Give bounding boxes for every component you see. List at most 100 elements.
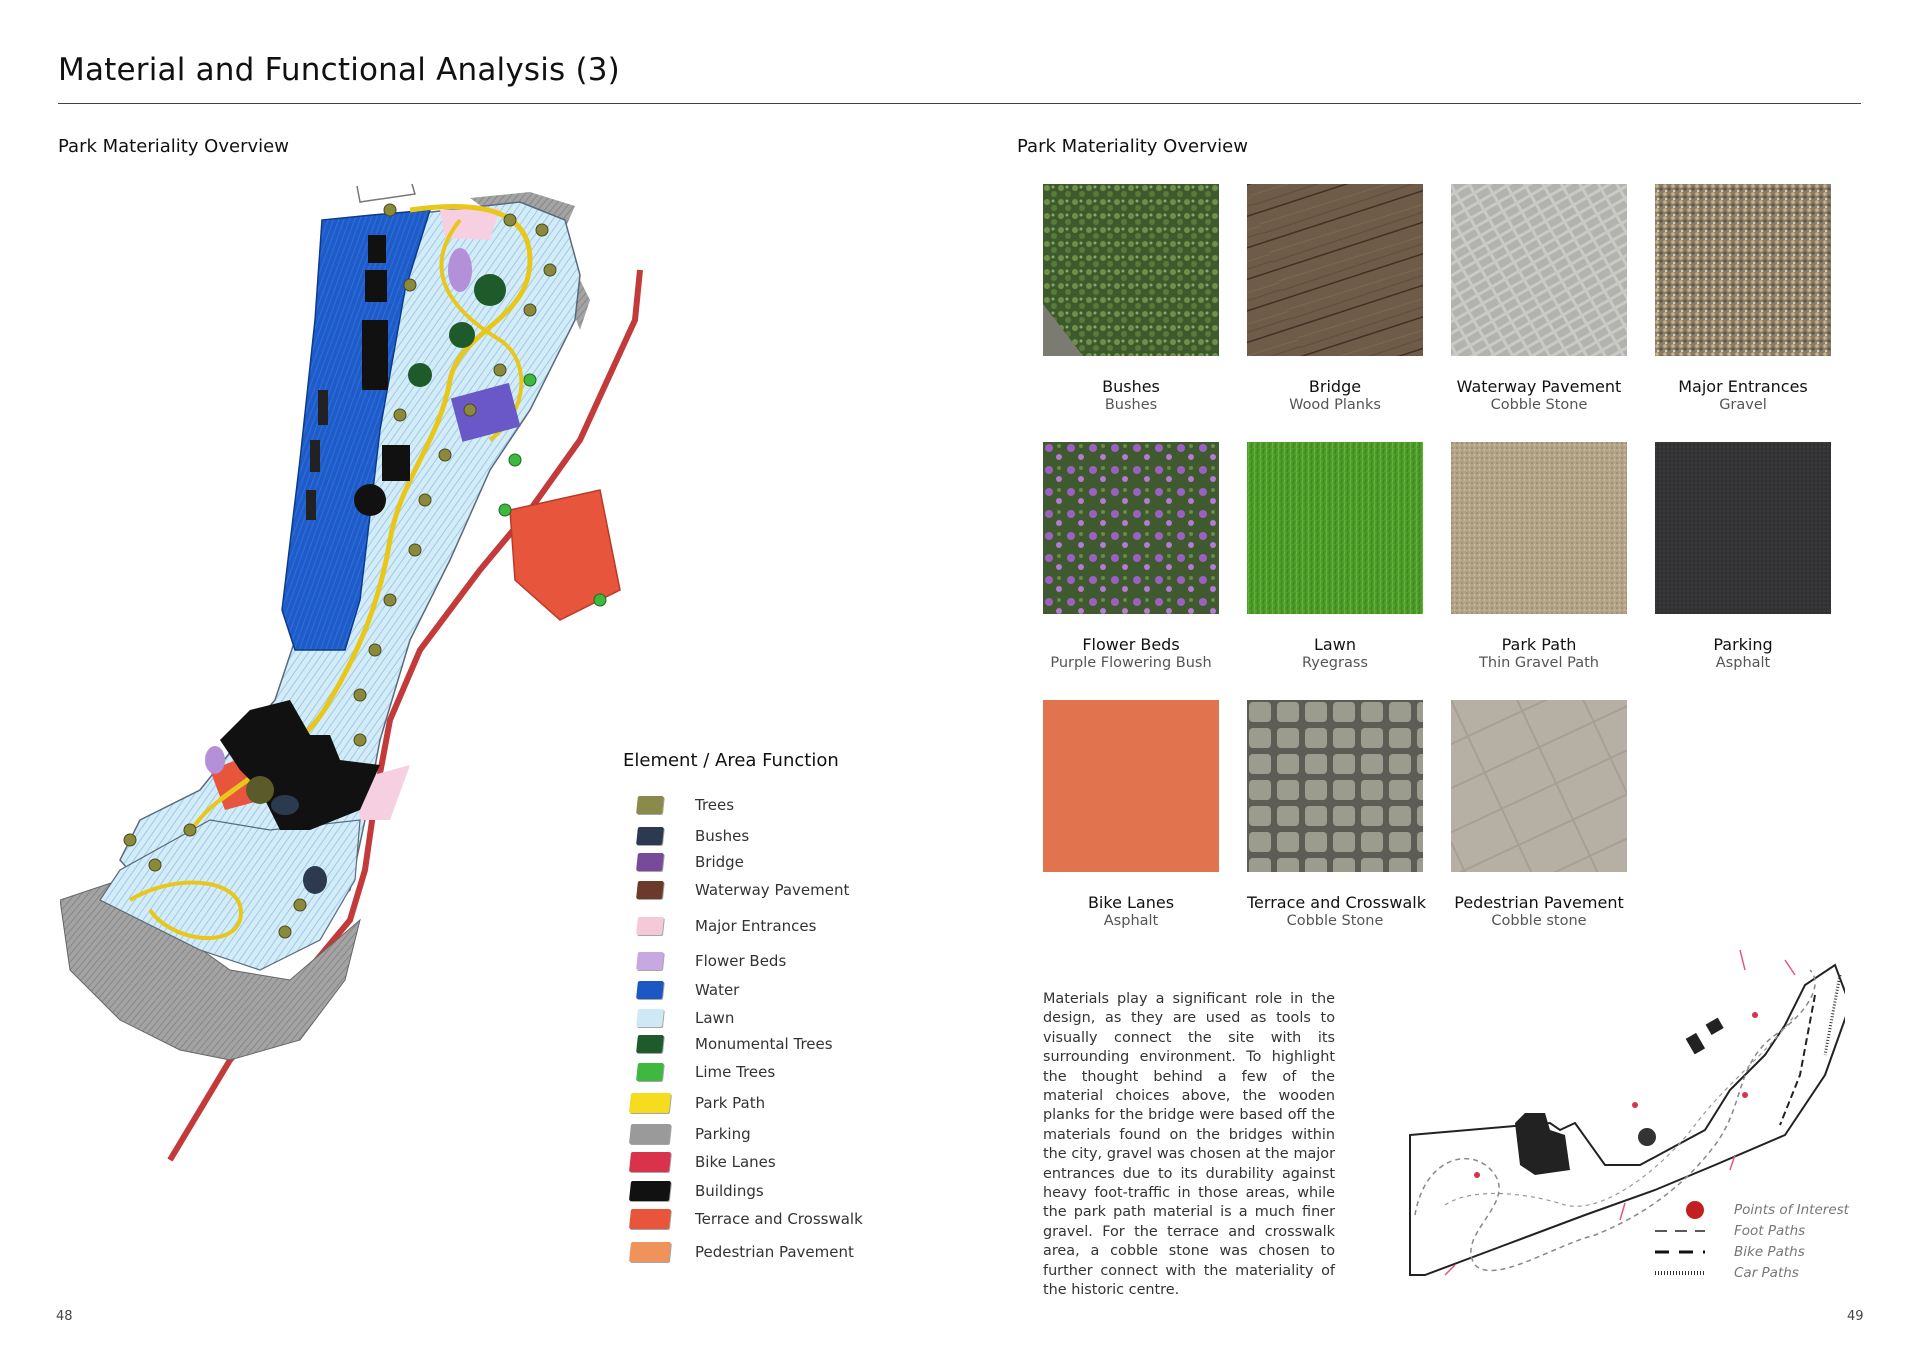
circulation-diagram: [1409, 949, 1845, 1276]
buildings-swatch: [628, 1181, 672, 1201]
legend-label: Pedestrian Pavement: [695, 1243, 854, 1261]
key-bike-paths: Bike Paths: [1734, 1243, 1805, 1261]
material-name: Major Entrances: [1678, 377, 1808, 396]
material-type: Cobble Stone: [1286, 913, 1384, 929]
legend-item-buildings: Buildings: [628, 1179, 764, 1203]
legend-label: Lawn: [695, 1009, 735, 1027]
legend-item-water: Water: [630, 978, 739, 1002]
material-card-major-entrances: Major Entrances Gravel: [1655, 184, 1831, 415]
material-card-bushes: Bushes Bushes: [1043, 184, 1219, 415]
asphalt-texture-image: [1655, 442, 1831, 614]
cobble-stone-texture-image: [1451, 184, 1627, 356]
key-car-paths: Car Paths: [1734, 1264, 1799, 1282]
legend-item-lime-trees: Lime Trees: [630, 1060, 775, 1084]
legend-label: Waterway Pavement: [695, 881, 850, 899]
material-type: Asphalt: [1103, 913, 1159, 929]
legend-item-lawn: Lawn: [630, 1006, 734, 1030]
legend-item-bridge: Bridge: [630, 850, 744, 874]
legend-item-waterway-pavement: Waterway Pavement: [630, 878, 849, 902]
material-type: Ryegrass: [1302, 655, 1368, 671]
material-name: Lawn: [1314, 635, 1356, 654]
legend-item-trees: Trees: [630, 793, 734, 817]
material-card-pedestrian-pavement: Pedestrian Pavement Cobble stone: [1451, 700, 1627, 931]
park-plan-drawing: [60, 183, 643, 1162]
key-label: Bike Paths: [1734, 1244, 1805, 1260]
monumental-trees-swatch: [636, 1035, 664, 1053]
material-name: Bridge: [1308, 377, 1362, 396]
pedestrian-pavement-swatch: [628, 1242, 672, 1262]
purple-flowering-bush-image: [1043, 442, 1219, 614]
legend-label: Lime Trees: [695, 1063, 776, 1081]
legend-item-pedestrian-pavement: Pedestrian Pavement: [628, 1240, 854, 1264]
right-section-title: Park Materiality Overview: [1017, 136, 1248, 157]
material-name: Park Path: [1501, 635, 1577, 654]
legend-title: Element / Area Function: [623, 750, 839, 771]
material-card-parking: Parking Asphalt: [1655, 442, 1831, 673]
material-name: Bike Lanes: [1087, 893, 1175, 912]
page-number-left: 48: [56, 1309, 73, 1324]
legend-label: Flower Beds: [695, 952, 787, 970]
legend-item-major-entrances: Major Entrances: [630, 914, 816, 938]
page-title: Material and Functional Analysis (3): [58, 52, 620, 88]
key-label: Foot Paths: [1734, 1223, 1806, 1239]
key-foot-paths: Foot Paths: [1734, 1222, 1805, 1240]
flower-beds-swatch: [636, 952, 664, 970]
parking-swatch: [628, 1124, 672, 1144]
legend-label: Monumental Trees: [695, 1035, 833, 1053]
wood-planks-texture-image: [1247, 184, 1423, 356]
material-type: Asphalt: [1715, 655, 1771, 671]
legend-label: Parking: [695, 1125, 751, 1143]
trees-swatch: [636, 796, 664, 814]
red-asphalt-texture-image: [1043, 700, 1219, 872]
material-type: Thin Gravel Path: [1479, 655, 1599, 671]
legend-label: Park Path: [695, 1094, 766, 1112]
page-number-right: 49: [1847, 1309, 1864, 1324]
bike-lanes-swatch: [628, 1152, 672, 1172]
bridge-swatch: [636, 853, 664, 871]
legend-label: Bike Lanes: [695, 1153, 776, 1171]
legend-item-terrace-crosswalk: Terrace and Crosswalk: [628, 1207, 863, 1231]
legend-label: Terrace and Crosswalk: [695, 1210, 863, 1228]
waterway-pavement-swatch: [636, 881, 664, 899]
material-type: Wood Planks: [1289, 397, 1381, 413]
gravel-texture-image: [1655, 184, 1831, 356]
material-name: Flower Beds: [1082, 635, 1180, 654]
point-of-interest-marker: [1686, 1201, 1704, 1219]
key-label: Points of Interest: [1734, 1202, 1849, 1218]
material-card-lawn: Lawn Ryegrass: [1247, 442, 1423, 673]
legend-item-monumental-trees: Monumental Trees: [630, 1032, 833, 1056]
material-card-park-path: Park Path Thin Gravel Path: [1451, 442, 1627, 673]
title-divider: [58, 103, 1861, 104]
ryegrass-texture-image: [1247, 442, 1423, 614]
setts-cobble-texture-image: [1247, 700, 1423, 872]
thin-gravel-texture-image: [1451, 442, 1627, 614]
material-name: Terrace and Crosswalk: [1247, 893, 1426, 912]
park-path-swatch: [628, 1093, 672, 1113]
major-entrances-swatch: [636, 917, 664, 935]
material-name: Bushes: [1102, 377, 1160, 396]
legend-label: Buildings: [695, 1182, 764, 1200]
material-card-terrace-crosswalk: Terrace and Crosswalk Cobble Stone: [1247, 700, 1426, 931]
material-type: Bushes: [1104, 397, 1158, 413]
terrace-crosswalk-swatch: [628, 1209, 672, 1229]
lime-trees-swatch: [636, 1063, 664, 1081]
bushes-swatch: [636, 827, 664, 845]
material-type: Purple Flowering Bush: [1050, 655, 1212, 671]
legend-label: Major Entrances: [695, 917, 817, 935]
material-card-bridge: Bridge Wood Planks: [1247, 184, 1423, 415]
materials-description: Materials play a significant role in the…: [1043, 991, 1335, 1299]
left-section-title: Park Materiality Overview: [58, 136, 289, 157]
paving-stone-texture-image: [1451, 700, 1627, 872]
material-type: Gravel: [1719, 397, 1767, 413]
material-name: Parking: [1713, 635, 1773, 654]
key-label: Car Paths: [1734, 1265, 1799, 1281]
lawn-swatch: [636, 1009, 664, 1027]
water-swatch: [636, 981, 664, 999]
material-name: Waterway Pavement: [1456, 377, 1622, 396]
legend-label: Trees: [695, 796, 735, 814]
legend-item-flower-beds: Flower Beds: [630, 949, 786, 973]
legend-label: Bridge: [695, 853, 744, 871]
legend-item-bike-lanes: Bike Lanes: [628, 1150, 776, 1174]
material-card-bike-lanes: Bike Lanes Asphalt: [1043, 700, 1219, 931]
material-type: Cobble stone: [1491, 913, 1587, 929]
